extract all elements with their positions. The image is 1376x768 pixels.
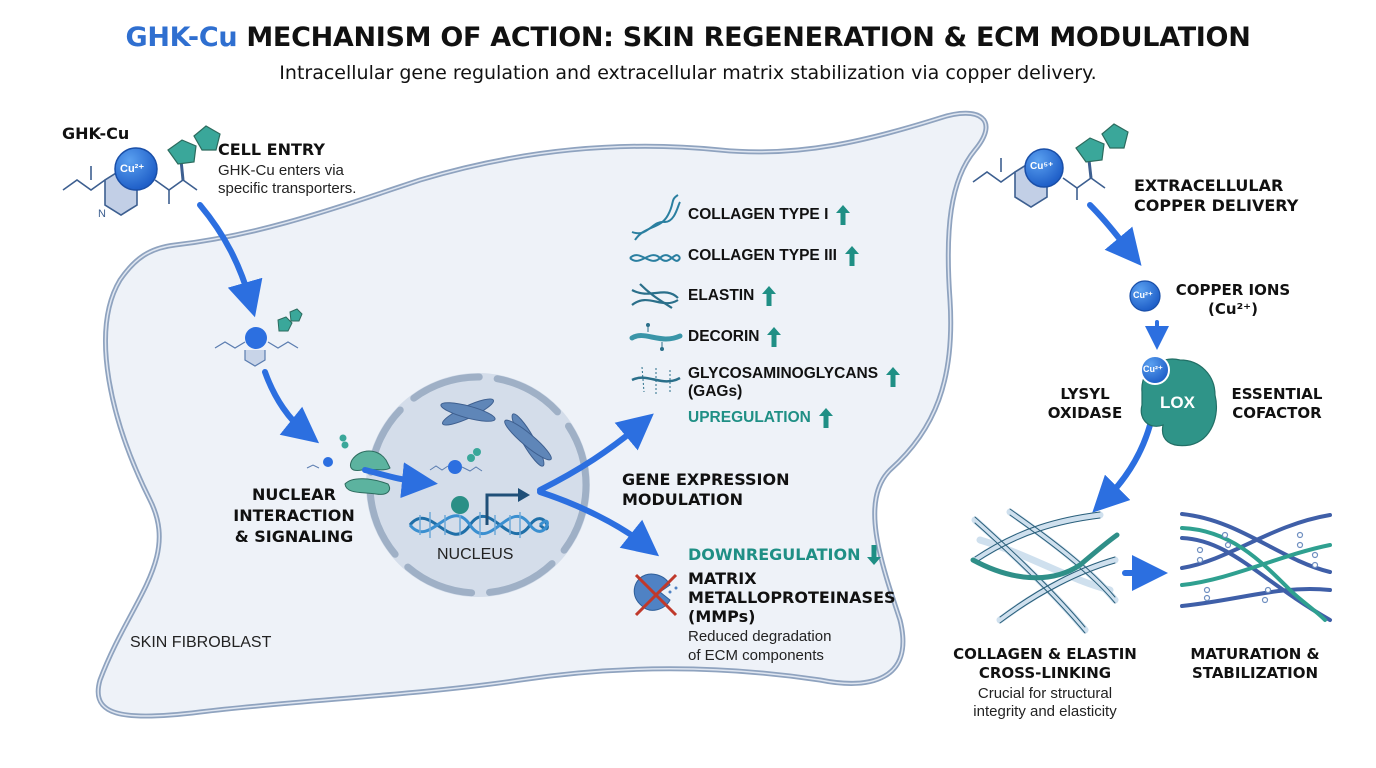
stabilized-fibers-icon xyxy=(1180,512,1332,622)
upregulated-item-label: GLYCOSAMINOGLYCANS(GAGs) xyxy=(688,365,878,401)
nucleus xyxy=(366,373,590,597)
mmp-desc-2: of ECM components xyxy=(688,647,824,664)
arrow-downregulation xyxy=(537,489,660,557)
upregulated-item-collagen-i: COLLAGEN TYPE I xyxy=(688,205,851,225)
gags-abbrev: (GAGs) xyxy=(688,383,743,400)
mmp-line-2: METALLOPROTEINASES xyxy=(688,588,896,607)
nitrogen-label: N xyxy=(98,208,106,220)
extracellular-heading-line-1: EXTRACELLULAR xyxy=(1134,176,1284,195)
arrow-extracellular-delivery xyxy=(1087,202,1142,266)
mmp-line-1: MATRIX xyxy=(688,569,757,588)
downregulation-row: DOWNREGULATION xyxy=(688,545,881,565)
mmp-label: MATRIX METALLOPROTEINASES (MMPs) xyxy=(688,569,896,626)
extracellular-heading: EXTRACELLULAR COPPER DELIVERY xyxy=(1134,176,1298,216)
arrow-upregulation xyxy=(537,413,654,493)
cell-entry-desc-2: specific transporters. xyxy=(218,180,357,197)
page-title: GHK-Cu MECHANISM OF ACTION: SKIN REGENER… xyxy=(0,22,1376,53)
nuclear-interaction-line-3: & SIGNALING xyxy=(234,527,354,546)
copper-ion-small-label: Cu²⁺ xyxy=(1133,290,1153,300)
gags-label: GLYCOSAMINOGLYCANS xyxy=(688,365,879,382)
maturation-label: MATURATION & STABILIZATION xyxy=(1170,645,1340,683)
page-subtitle: Intracellular gene regulation and extrac… xyxy=(279,62,1097,84)
upregulated-item-elastin: ELASTIN xyxy=(688,286,777,306)
arrow-cell-entry xyxy=(197,202,263,318)
extracellular-heading-line-2: COPPER DELIVERY xyxy=(1134,196,1299,215)
arrow-lox-to-crosslinking xyxy=(1092,422,1153,513)
title-brand: GHK-Cu xyxy=(125,22,238,53)
crosslinking-line-2: CROSS-LINKING xyxy=(978,664,1112,682)
nuclear-interaction-line-2: INTERACTION xyxy=(233,506,355,525)
lysyl-oxidase-label: LYSYL OXIDASE xyxy=(1040,385,1130,423)
arrow-to-nucleus-signal xyxy=(262,369,320,444)
cofactor-line-2: COFACTOR xyxy=(1232,404,1322,422)
essential-cofactor-label: ESSENTIAL COFACTOR xyxy=(1222,385,1332,423)
gene-expression-label: GENE EXPRESSION MODULATION xyxy=(622,470,789,510)
nucleus-label: NUCLEUS xyxy=(437,546,514,563)
cofactor-line-1: ESSENTIAL xyxy=(1231,385,1323,403)
nuclear-interaction-label: NUCLEAR INTERACTION & SIGNALING xyxy=(214,484,374,547)
up-arrow-icon xyxy=(818,408,833,428)
upregulated-item-label: DECORIN xyxy=(688,328,760,345)
cell-entry-desc-1: GHK-Cu enters via xyxy=(218,162,344,179)
ghk-cu-molecule-icon xyxy=(62,125,221,216)
upregulated-item-decorin: DECORIN xyxy=(688,327,782,347)
upregulated-item-collagen-iii: COLLAGEN TYPE III xyxy=(688,246,859,266)
collagen-elastin-fibers-icon xyxy=(970,508,1120,634)
gene-expression-line-1: GENE EXPRESSION xyxy=(622,470,790,489)
upregulated-item-label: ELASTIN xyxy=(688,287,755,304)
copper-ions-line-2: (Cu²⁺) xyxy=(1208,300,1258,318)
down-arrow-icon xyxy=(866,545,881,565)
extracellular-ion-label: Cu⁵⁺ xyxy=(1030,161,1054,172)
upregulation-label-row: UPREGULATION xyxy=(688,408,833,428)
copper-ion-icon xyxy=(1129,280,1161,312)
crosslinking-desc: Crucial for structural integrity and ela… xyxy=(945,685,1145,721)
nuclear-interaction-line-1: NUCLEAR xyxy=(252,485,336,504)
up-arrow-icon xyxy=(836,205,851,225)
chromosome-icon xyxy=(440,398,496,426)
lox-copper-label: Cu²⁺ xyxy=(1143,364,1163,374)
chromosome-icon xyxy=(504,413,552,467)
ghk-cu-molecule-small-icon xyxy=(429,448,483,474)
lysyl-line-1: LYSYL xyxy=(1060,385,1110,403)
transcription-factor-icon xyxy=(451,496,469,514)
upregulation-label: UPREGULATION xyxy=(688,409,811,426)
copper-ions-line-1: COPPER IONS xyxy=(1175,281,1291,299)
upregulated-item-label: COLLAGEN TYPE I xyxy=(688,206,829,223)
arrow-into-nucleus xyxy=(362,462,438,499)
copper-ions-label: COPPER IONS (Cu²⁺) xyxy=(1168,281,1298,319)
crosslinking-line-1: COLLAGEN & ELASTIN xyxy=(953,645,1137,663)
mmp-line-3: (MMPs) xyxy=(688,607,756,626)
downregulation-label: DOWNREGULATION xyxy=(688,545,861,564)
gene-expression-line-2: MODULATION xyxy=(622,490,743,509)
lox-label: LOX xyxy=(1160,393,1195,412)
skin-fibroblast-label: SKIN FIBROBLAST xyxy=(130,634,272,651)
copper-ion-label: Cu²⁺ xyxy=(120,163,145,175)
receptor-icon xyxy=(306,434,391,495)
lox-enzyme-icon xyxy=(1140,355,1217,447)
crosslinking-desc-1: Crucial for structural xyxy=(977,685,1113,702)
crosslinking-desc-2: integrity and elasticity xyxy=(973,703,1117,720)
up-arrow-icon xyxy=(886,367,901,387)
molecule-label: GHK-Cu xyxy=(62,124,130,143)
up-arrow-icon xyxy=(844,246,859,266)
transcription-start-icon xyxy=(485,493,520,525)
up-arrow-icon xyxy=(767,327,782,347)
upregulated-item-gags: GLYCOSAMINOGLYCANS(GAGs) xyxy=(688,365,901,401)
ghk-cu-molecule-medium-icon xyxy=(214,308,303,367)
up-arrow-icon xyxy=(762,286,777,306)
dna-helix-icon xyxy=(408,512,549,538)
maturation-line-2: STABILIZATION xyxy=(1191,664,1319,682)
maturation-line-1: MATURATION & xyxy=(1190,645,1320,663)
crosslinking-heading: COLLAGEN & ELASTIN CROSS-LINKING xyxy=(945,645,1145,683)
mmp-desc-1: Reduced degradation xyxy=(688,628,832,645)
cell-entry-heading: CELL ENTRY xyxy=(218,140,325,159)
upregulated-item-label: COLLAGEN TYPE III xyxy=(688,247,837,264)
title-text: MECHANISM OF ACTION: SKIN REGENERATION &… xyxy=(237,22,1251,53)
ghk-cu-molecule-extracellular-icon xyxy=(972,123,1129,208)
lysyl-line-2: OXIDASE xyxy=(1047,404,1123,422)
mmp-inhibited-icon xyxy=(633,573,678,617)
